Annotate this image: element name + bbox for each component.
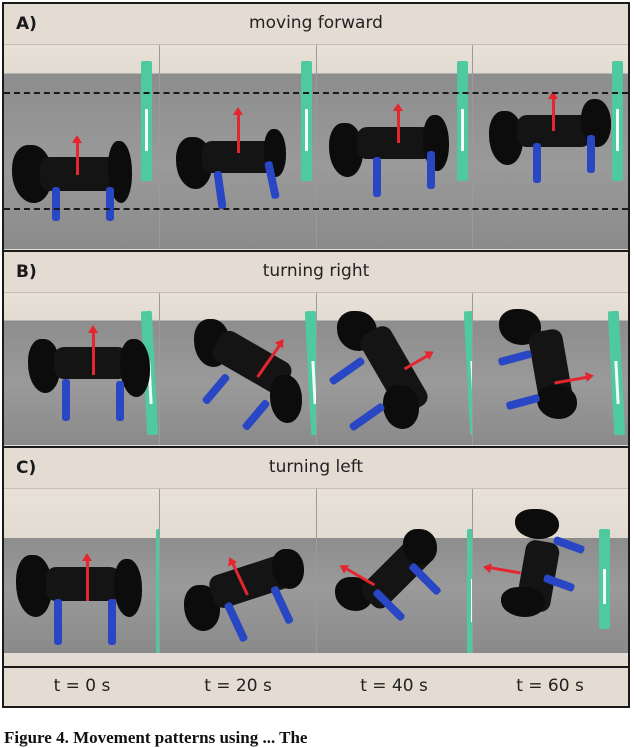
ruler-icon xyxy=(305,311,316,435)
panel-c-frame-t40 xyxy=(317,489,473,653)
panel-c-frame-t20 xyxy=(160,489,316,653)
ruler-icon xyxy=(301,61,312,181)
figure-frame: A) moving forward xyxy=(2,2,630,708)
lower-boundary-line xyxy=(4,208,628,210)
panel-a-frame-t60 xyxy=(473,45,628,249)
ruler-icon xyxy=(463,311,472,435)
panel-b-frame-t20 xyxy=(160,293,316,445)
time-label-t20: t = 20 s xyxy=(160,668,316,706)
panel-a-header: A) moving forward xyxy=(4,4,628,44)
direction-arrow-icon xyxy=(488,566,520,575)
panel-b-photos xyxy=(4,292,628,445)
direction-arrow-icon xyxy=(552,97,555,131)
direction-arrow-icon xyxy=(86,559,89,601)
panel-b-frame-t0 xyxy=(4,293,160,445)
ruler-icon xyxy=(141,61,152,181)
time-label-t40: t = 40 s xyxy=(316,668,472,706)
direction-arrow-icon xyxy=(397,109,400,143)
panel-b-title: turning right xyxy=(4,261,628,281)
panel-b-header: B) turning right xyxy=(4,250,628,292)
ruler-icon xyxy=(608,311,625,435)
panel-c-frame-t60 xyxy=(473,489,628,653)
time-label-t0: t = 0 s xyxy=(4,668,160,706)
panel-a-frame-t20 xyxy=(160,45,316,249)
time-label-t60: t = 60 s xyxy=(472,668,628,706)
panel-a-frame-t0 xyxy=(4,45,160,249)
upper-boundary-line xyxy=(4,92,628,94)
panel-b-frame-t60 xyxy=(473,293,628,445)
ruler-icon xyxy=(457,61,468,181)
ruler-icon xyxy=(612,61,623,181)
panel-c-photos xyxy=(4,488,628,653)
direction-arrow-icon xyxy=(76,141,79,175)
panel-a-title: moving forward xyxy=(4,13,628,33)
time-axis: t = 0 s t = 20 s t = 40 s t = 60 s xyxy=(4,666,628,706)
panel-a-frame-t40 xyxy=(317,45,473,249)
ruler-icon xyxy=(599,529,610,629)
panel-a-photos xyxy=(4,44,628,249)
panel-c-frame-t0 xyxy=(4,489,160,653)
figure-caption: Figure 4. Movement patterns using ... Th… xyxy=(4,728,307,748)
panel-b-frame-t40 xyxy=(317,293,473,445)
panel-c-header: C) turning left xyxy=(4,446,628,488)
direction-arrow-icon xyxy=(237,113,240,153)
direction-arrow-icon xyxy=(92,331,95,375)
panel-c-title: turning left xyxy=(4,457,628,477)
